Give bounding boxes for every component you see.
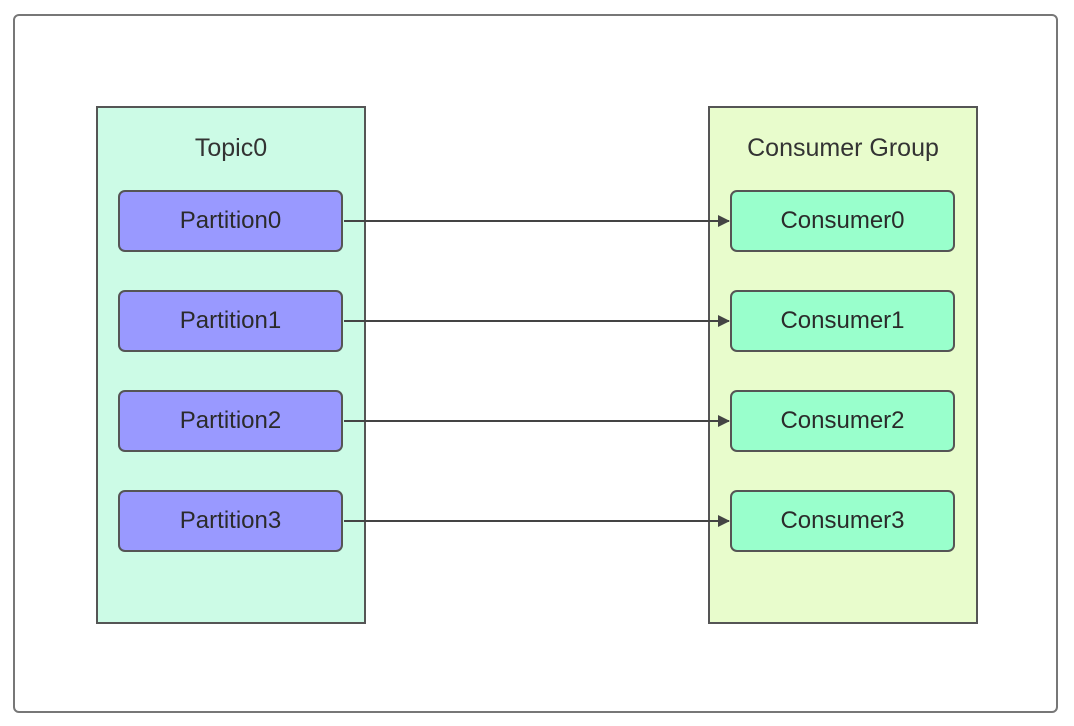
partition-node-2: Partition2	[118, 390, 343, 452]
partition-node-1: Partition1	[118, 290, 343, 352]
consumer-node-2: Consumer2	[730, 390, 955, 452]
consumer-node-0: Consumer0	[730, 190, 955, 252]
consumer-node-1: Consumer1	[730, 290, 955, 352]
consumer-group-title: Consumer Group	[747, 134, 939, 162]
partition-node-3: Partition3	[118, 490, 343, 552]
consumer-node-3: Consumer3	[730, 490, 955, 552]
topic-title: Topic0	[194, 134, 268, 162]
partition-node-0: Partition0	[118, 190, 343, 252]
